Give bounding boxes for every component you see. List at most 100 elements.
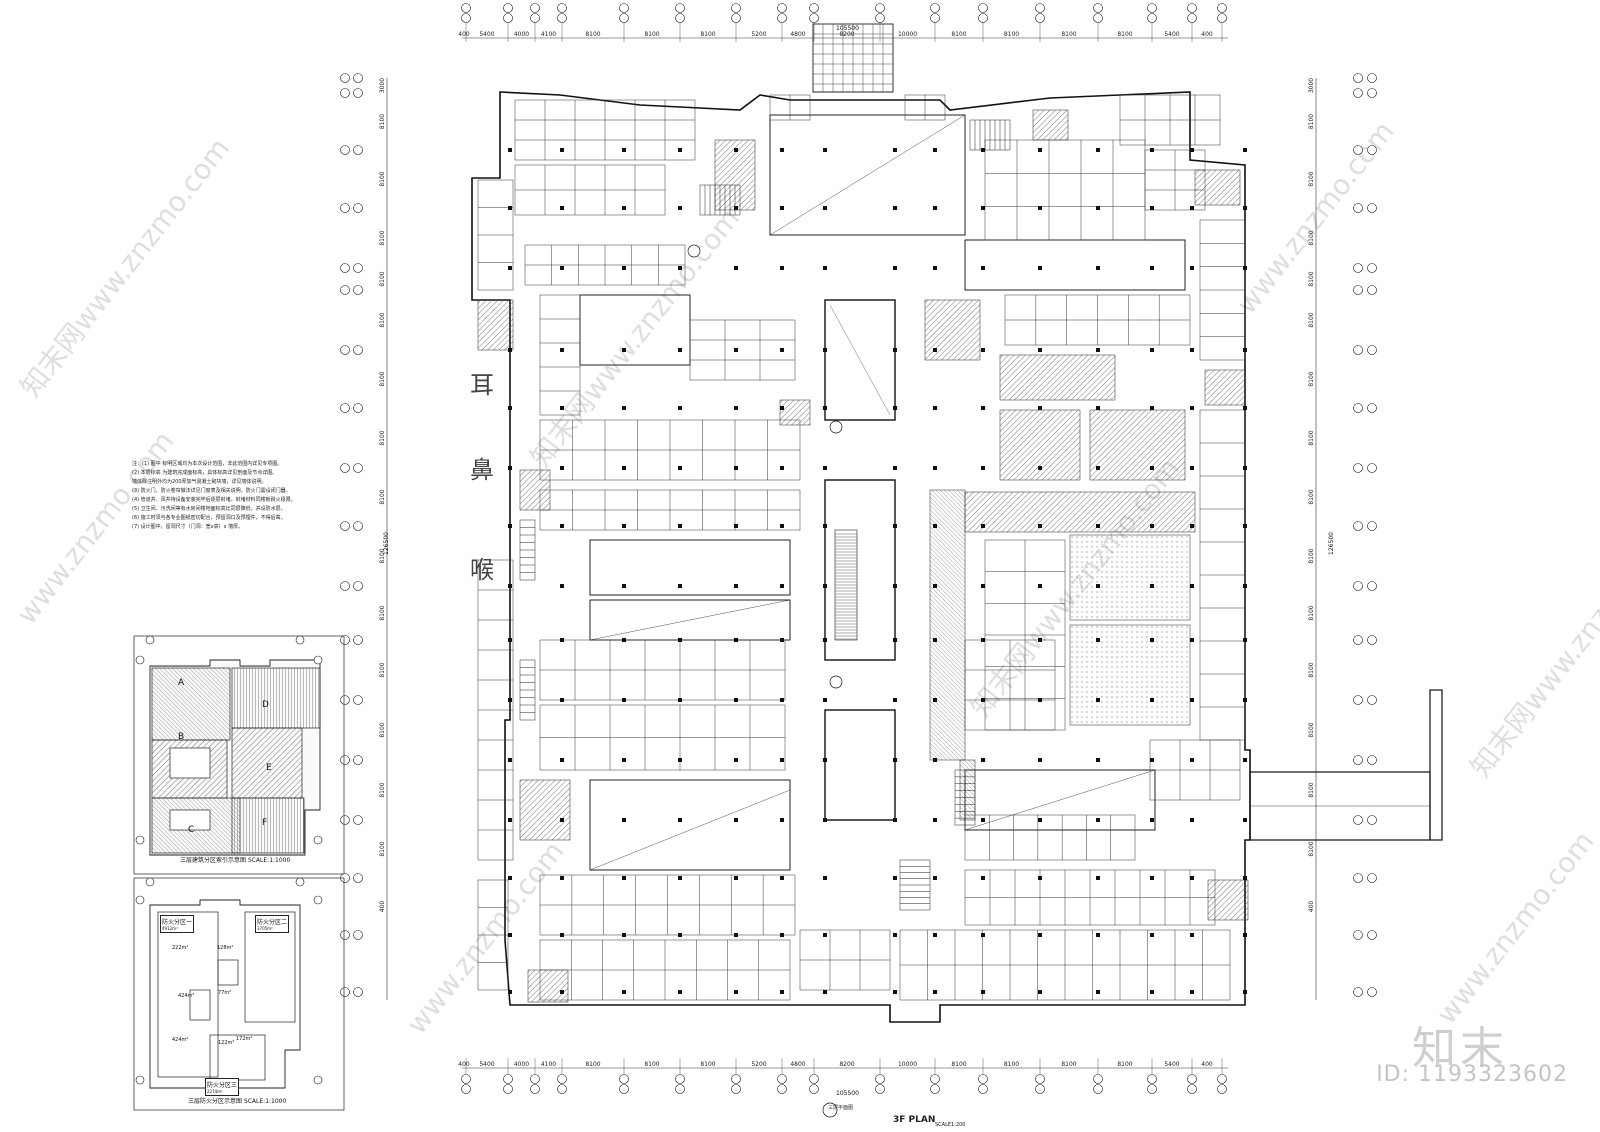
dimension-label: 4800 — [790, 31, 805, 38]
area-label: 424m² — [178, 993, 195, 999]
grid-bubble — [353, 403, 363, 413]
grid-bubble — [353, 521, 363, 531]
grid-bubble — [1147, 3, 1157, 13]
grid-bubble — [1187, 1074, 1197, 1084]
grid-bubble — [1353, 581, 1363, 591]
dimension-label: 8100 — [1308, 662, 1315, 677]
zone-label-b: B — [178, 732, 185, 742]
dimension-label: 8100 — [379, 271, 386, 286]
east-wing-extension — [1249, 689, 1443, 841]
dimension-label: 4100 — [541, 31, 556, 38]
grid-bubble — [1367, 635, 1377, 645]
grid-bubble — [340, 930, 350, 940]
zone-label-f: F — [262, 818, 268, 828]
grid-bubble — [1147, 13, 1157, 23]
dimension-label: 8100 — [379, 312, 386, 327]
central-atria — [824, 299, 896, 821]
dimension-label: 8200 — [839, 31, 854, 38]
dimension-label: 5400 — [479, 31, 494, 38]
grid-bubble — [1353, 285, 1363, 295]
grid-bubble — [1353, 635, 1363, 645]
grid-bubble — [1093, 1074, 1103, 1084]
fire-zone-1-area: 4912m² — [162, 926, 178, 931]
grid-bubble — [353, 755, 363, 765]
grid-bubble — [340, 73, 350, 83]
area-label: 77m² — [218, 990, 232, 996]
right-grid-axis — [1353, 73, 1377, 997]
dimension-label: 8100 — [1308, 312, 1315, 327]
grid-bubble — [1035, 13, 1045, 23]
grid-bubble — [340, 815, 350, 825]
fire-zone-1: 防火分区一 4912m² — [160, 915, 195, 933]
dimension-label: 8100 — [1004, 31, 1019, 38]
grid-bubble — [353, 635, 363, 645]
dimension-label: 8100 — [1061, 31, 1076, 38]
grid-bubble — [1353, 263, 1363, 273]
grid-bubble — [1367, 755, 1377, 765]
grid-bubble — [1367, 521, 1377, 531]
note-line: 注：(1) 图中 标明区域均为本次设计范围，非此范围内详见专项图。 — [132, 461, 283, 467]
dimension-label: 8100 — [700, 1061, 715, 1068]
grid-bubble — [1187, 13, 1197, 23]
escalator — [834, 529, 858, 641]
plan-scale: SCALE1:200 — [935, 1122, 966, 1128]
grid-bubble — [1217, 1084, 1227, 1094]
grid-bubble — [353, 873, 363, 883]
grid-bubble — [530, 1084, 540, 1094]
fire-zone-2-name: 防火分区二 — [257, 919, 288, 926]
grid-bubble — [875, 3, 885, 13]
plan-title-text: 3F PLAN — [893, 1115, 936, 1125]
grid-bubble — [1367, 263, 1377, 273]
dept-char-3: 喉 — [470, 556, 494, 584]
grid-bubble — [1353, 987, 1363, 997]
key-plan-1 — [133, 635, 345, 875]
dimension-label: 8100 — [644, 1061, 659, 1068]
dimension-label: 8100 — [379, 722, 386, 737]
grid-bubble — [777, 3, 787, 13]
dimension-label: 8100 — [1308, 489, 1315, 504]
grid-bubble — [340, 263, 350, 273]
dimension-label: 8100 — [379, 605, 386, 620]
grid-bubble — [731, 13, 741, 23]
dimension-label: 8100 — [379, 489, 386, 504]
dimension-label: 8100 — [379, 782, 386, 797]
grid-bubble — [340, 987, 350, 997]
grid-bubble — [353, 285, 363, 295]
grid-bubble — [340, 463, 350, 473]
grid-bubble — [530, 13, 540, 23]
grid-bubble — [1367, 285, 1377, 295]
dimension-label: 8100 — [1308, 171, 1315, 186]
key-plan-2 — [133, 877, 345, 1111]
grid-bubble — [340, 635, 350, 645]
drawing-notes: 注：(1) 图中 标明区域均为本次设计范围，非此范围内详见专项图。 (2) 本层… — [132, 460, 342, 532]
grid-bubble — [809, 1074, 819, 1084]
fire-zone-3-area: 2274m² — [207, 1089, 223, 1094]
grid-bubble — [809, 13, 819, 23]
grid-bubble — [675, 1084, 685, 1094]
grid-bubble — [675, 13, 685, 23]
grid-bubble — [503, 1084, 513, 1094]
dimension-label: 8100 — [1308, 722, 1315, 737]
grid-bubble — [461, 1074, 471, 1084]
grid-bubble — [1353, 521, 1363, 531]
left-dimensions: 3000810081008100810081008100810081008100… — [379, 78, 386, 913]
grid-bubble — [930, 1074, 940, 1084]
grid-bubble — [1187, 1084, 1197, 1094]
grid-bubble — [675, 1074, 685, 1084]
top-grid-axis — [461, 3, 1227, 42]
grid-bubble — [809, 1084, 819, 1094]
grid-bubble — [1353, 88, 1363, 98]
grid-bubble — [930, 3, 940, 13]
zone-label-c: C — [188, 825, 195, 835]
dimension-label: 400 — [1308, 901, 1315, 913]
dimension-label: 10000 — [898, 1061, 917, 1068]
grid-bubble — [1353, 73, 1363, 83]
grid-bubble — [340, 145, 350, 155]
grid-bubble — [340, 581, 350, 591]
fire-zone-2-area: 3705m² — [257, 926, 273, 931]
dimension-label: 8100 — [585, 31, 600, 38]
note-line: (3) 防火门、防火卷帘做法详见门窗表及相关说明，防火门需设闭门器。 — [132, 488, 291, 494]
grid-bubble — [875, 1074, 885, 1084]
dimension-label: 8100 — [1308, 605, 1315, 620]
